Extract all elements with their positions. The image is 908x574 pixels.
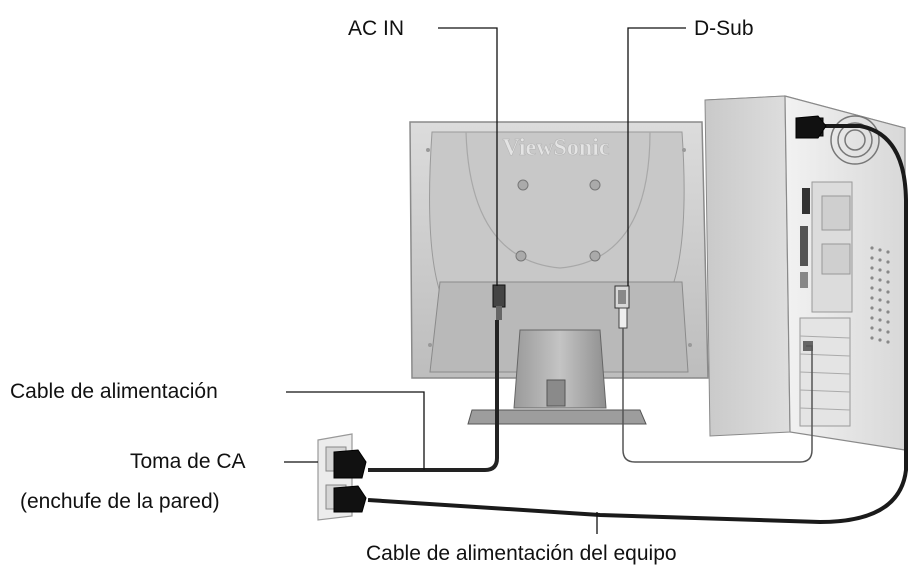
wall-plug-label: (enchufe de la pared) [20, 490, 220, 513]
power-cable-label: Cable de alimentación [10, 380, 218, 403]
pc-power-cable [367, 124, 908, 525]
vent-dots [870, 246, 890, 344]
brand-logo: ViewSonic [502, 135, 609, 161]
leader-lines [284, 27, 686, 534]
monitor-back-icon: ViewSonic [409, 121, 709, 425]
dsub-label: D-Sub [694, 17, 754, 40]
pc-tower-icon [704, 95, 906, 451]
dsub-signal-cable [622, 328, 813, 463]
ac-in-label: AC IN [348, 17, 405, 40]
pc-power-cable-label: Cable de alimentación del equipo [366, 542, 677, 565]
power-plug-icon [333, 115, 827, 513]
monitor-power-cable [368, 320, 499, 472]
ac-outlet-label: Toma de CA [130, 450, 246, 473]
